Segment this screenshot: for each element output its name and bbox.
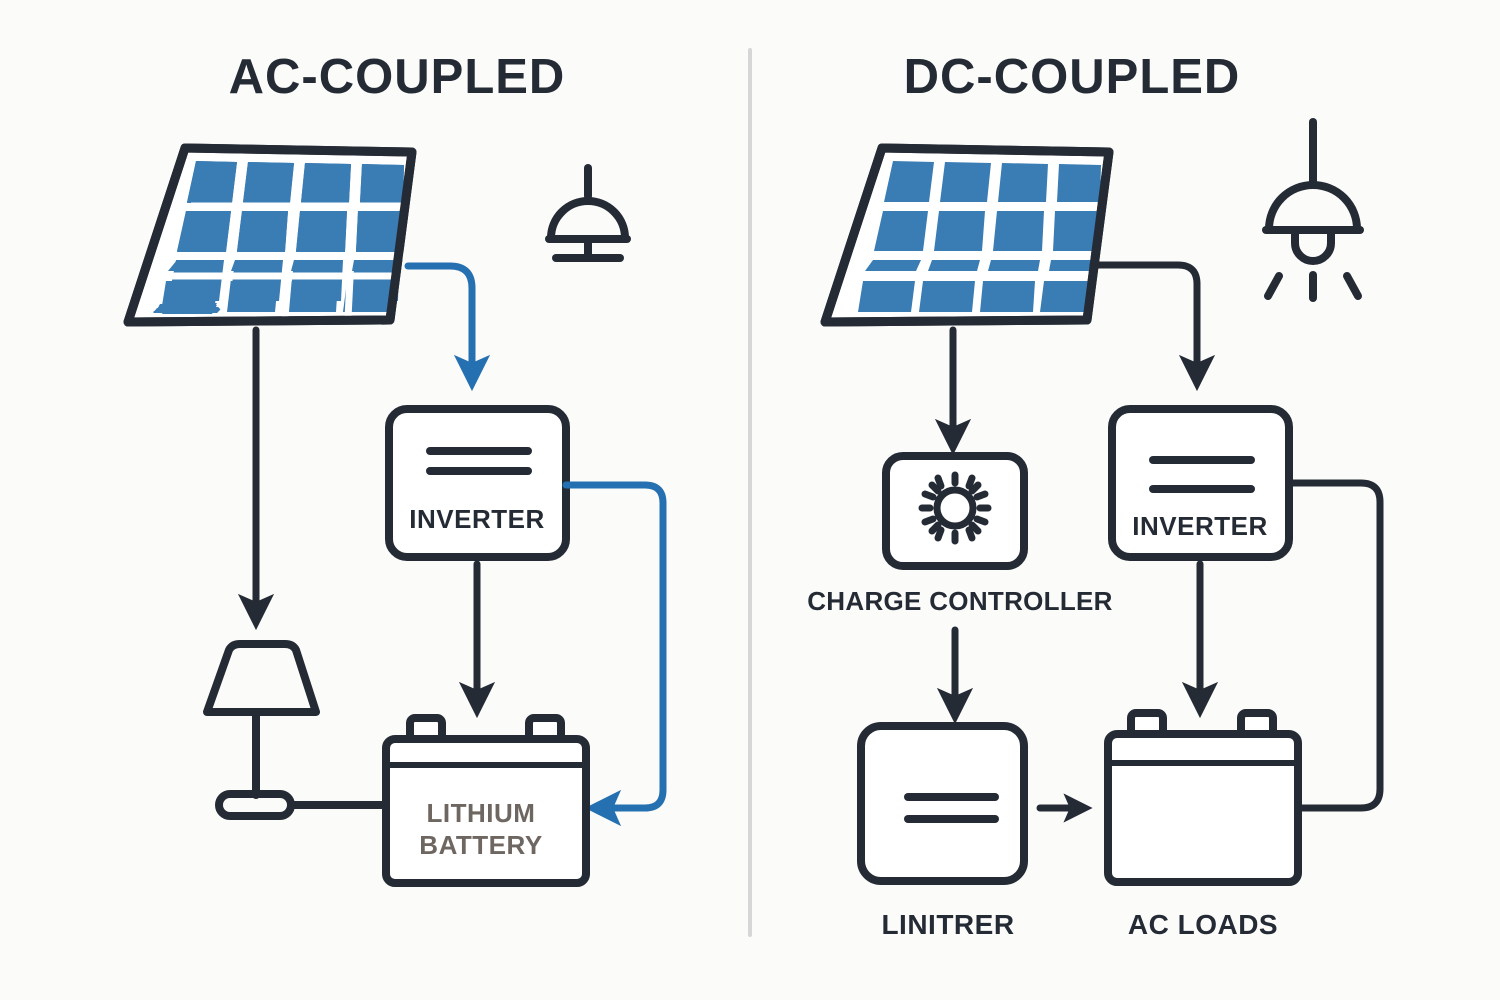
inverter-box-dc: INVERTER bbox=[1108, 405, 1293, 561]
solar-cells-row4 bbox=[161, 281, 396, 312]
linitrer-label: LINITRER bbox=[881, 909, 1014, 940]
solar-panel-ac bbox=[123, 143, 417, 327]
battery-lithium: LITHIUM BATTERY bbox=[382, 714, 590, 887]
page-title-dc: DC-COUPLED bbox=[904, 50, 1241, 104]
acloads-battery: AC LOADS bbox=[1104, 709, 1302, 940]
panel-ac-coupled: AC-COUPLED bbox=[123, 50, 667, 887]
charge-controller-label: CHARGE CONTROLLER bbox=[807, 586, 1113, 616]
inverter-label-ac: INVERTER bbox=[409, 504, 544, 534]
acloads-label: AC LOADS bbox=[1128, 909, 1278, 940]
inverter-to-battery-return-arrow bbox=[562, 481, 667, 827]
panel-to-inverter-arrow-dc bbox=[1089, 261, 1216, 392]
page-title-ac: AC-COUPLED bbox=[229, 50, 566, 104]
charge-controller-box: CHARGE CONTROLLER bbox=[807, 452, 1113, 616]
solar-cells-dc bbox=[858, 161, 1101, 312]
solar-cells bbox=[168, 161, 404, 271]
inverter-return-wire bbox=[1285, 479, 1384, 812]
sun-icon bbox=[918, 471, 992, 545]
solar-panel-dc bbox=[820, 143, 1114, 327]
panel-to-inverter-arrow bbox=[404, 262, 491, 392]
table-lamp-icon bbox=[203, 640, 389, 820]
hanging-lamp-icon bbox=[1262, 118, 1364, 302]
battery-label-line2: BATTERY bbox=[419, 830, 542, 860]
inverter-box-ac: INVERTER bbox=[385, 405, 570, 561]
battery-label-line1: LITHIUM bbox=[427, 798, 536, 828]
panel-dc-coupled: DC-COUPLED bbox=[807, 50, 1384, 940]
inverter-label-dc: INVERTER bbox=[1132, 511, 1267, 541]
pendant-lamp-icon bbox=[545, 164, 631, 262]
linitrer-box: LINITRER bbox=[857, 722, 1028, 940]
